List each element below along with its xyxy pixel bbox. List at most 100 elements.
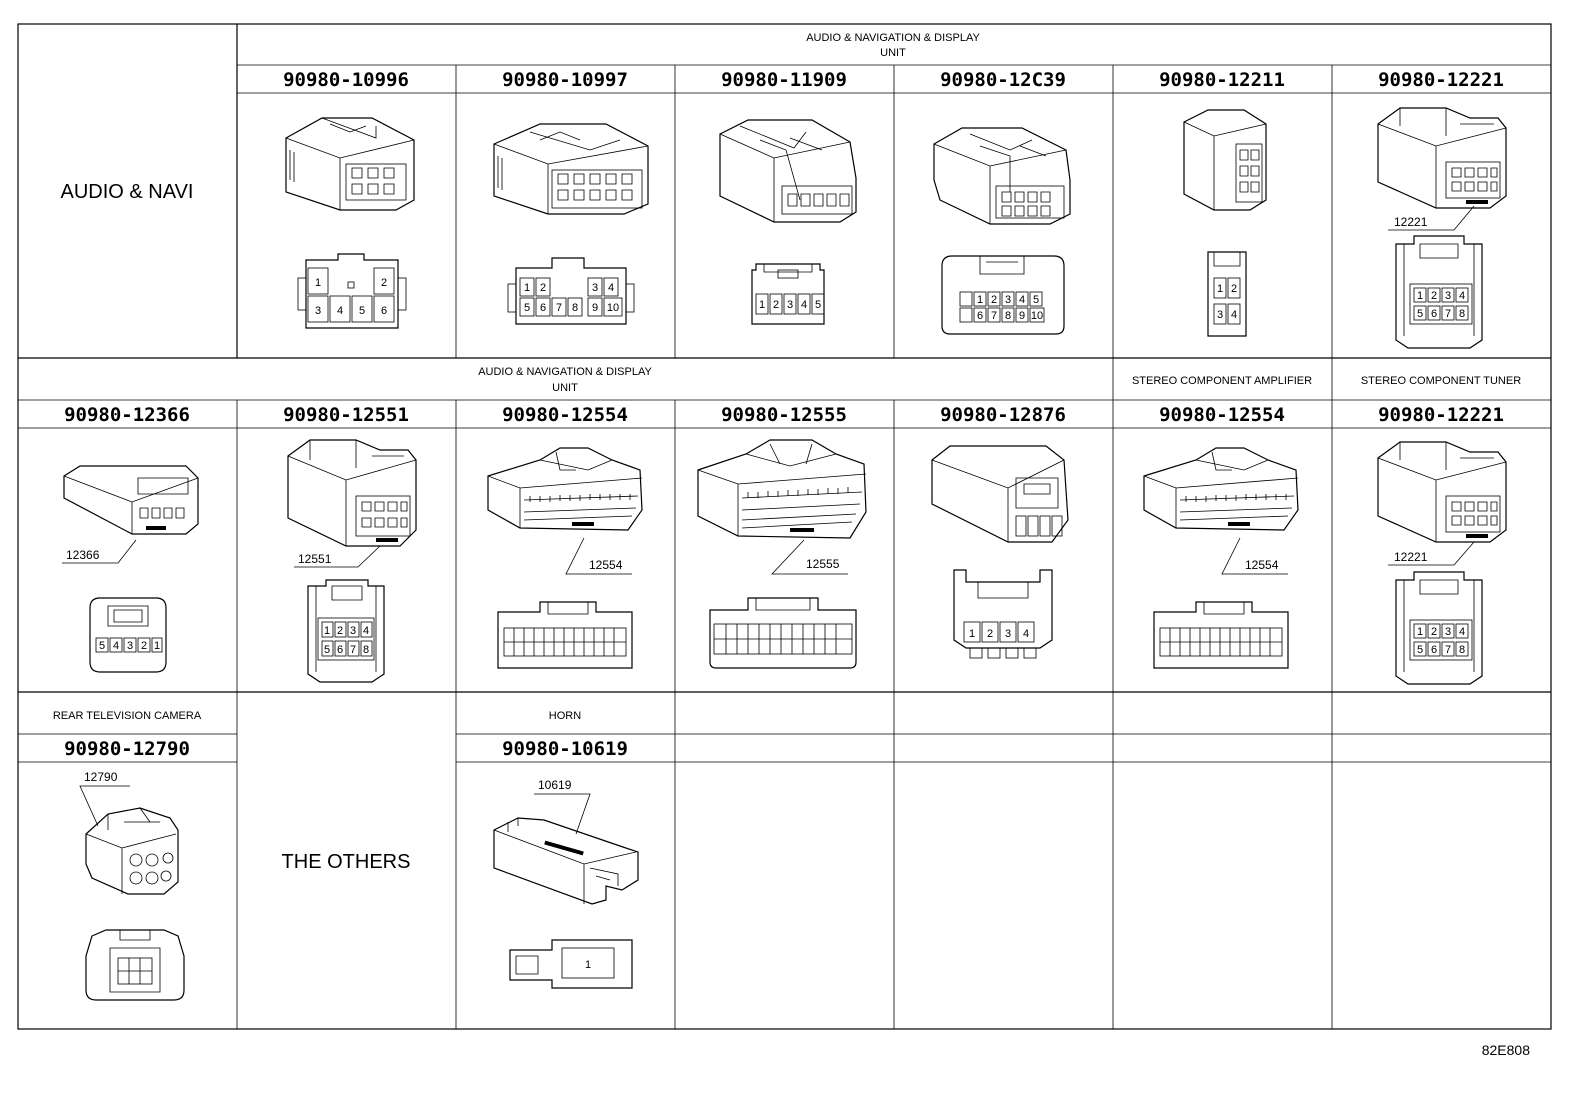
- connector-drawing-12876: [931, 445, 1069, 543]
- category-label: AUDIO & NAVIGATION & DISPLAY: [806, 32, 980, 44]
- connector-face-10996: 1 2 3 4 5 6: [297, 253, 407, 329]
- svg-text:6: 6: [1431, 644, 1437, 656]
- part-number: 90980-12211: [1159, 69, 1285, 91]
- svg-text:5: 5: [524, 302, 530, 314]
- svg-text:3: 3: [1217, 309, 1223, 321]
- svg-text:5: 5: [324, 644, 330, 656]
- svg-text:12554: 12554: [589, 558, 623, 572]
- svg-text:5: 5: [359, 305, 365, 317]
- svg-text:4: 4: [113, 640, 119, 652]
- svg-text:3: 3: [127, 640, 133, 652]
- connector-drawing-12366: [63, 465, 199, 535]
- connector-drawing-12C39: [933, 127, 1071, 225]
- table-grid: [17, 23, 1552, 1030]
- connector-face-12790: [85, 929, 185, 1001]
- connector-drawing-12790: [85, 807, 179, 895]
- category-label: HORN: [549, 710, 581, 722]
- connector-drawing-10619: [493, 817, 639, 905]
- svg-text:6: 6: [977, 310, 983, 322]
- svg-text:4: 4: [363, 625, 369, 637]
- part-number: 90980-11909: [721, 69, 847, 91]
- category-label-line2: UNIT: [552, 382, 578, 394]
- svg-text:1: 1: [969, 628, 975, 640]
- connector-face-12554-amp: [1153, 601, 1289, 669]
- callout-12554: 12554: [565, 537, 632, 575]
- part-number: 90980-12876: [940, 404, 1066, 426]
- svg-text:7: 7: [1445, 308, 1451, 320]
- category-label: STEREO COMPONENT TUNER: [1361, 375, 1521, 387]
- svg-text:2: 2: [1231, 283, 1237, 295]
- svg-text:1: 1: [324, 625, 330, 637]
- svg-text:4: 4: [1459, 626, 1465, 638]
- svg-text:10619: 10619: [538, 778, 572, 792]
- figure-reference: 82E808: [1482, 1042, 1530, 1058]
- svg-text:8: 8: [1005, 310, 1011, 322]
- svg-text:2: 2: [1431, 290, 1437, 302]
- svg-text:6: 6: [381, 305, 387, 317]
- svg-text:5: 5: [1417, 644, 1423, 656]
- svg-text:1: 1: [524, 282, 530, 294]
- connector-drawing-11909: [719, 119, 857, 223]
- svg-text:1: 1: [1417, 290, 1423, 302]
- svg-text:4: 4: [1231, 309, 1237, 321]
- part-number: 90980-12221: [1378, 69, 1504, 91]
- svg-text:4: 4: [608, 282, 614, 294]
- svg-text:8: 8: [572, 302, 578, 314]
- connector-drawing-10996: [285, 117, 415, 211]
- svg-text:6: 6: [540, 302, 546, 314]
- svg-text:12555: 12555: [806, 557, 840, 571]
- svg-text:2: 2: [773, 299, 779, 311]
- part-number: 90980-12554: [502, 404, 628, 426]
- section-label-audio-navi: AUDIO & NAVI: [61, 181, 194, 203]
- svg-text:1: 1: [585, 959, 591, 971]
- svg-text:2: 2: [1431, 626, 1437, 638]
- svg-text:2: 2: [991, 294, 997, 306]
- svg-text:7: 7: [991, 310, 997, 322]
- svg-text:3: 3: [787, 299, 793, 311]
- callout-12555: 12555: [771, 539, 848, 575]
- svg-text:9: 9: [1019, 310, 1025, 322]
- svg-text:1: 1: [1417, 626, 1423, 638]
- part-number: 90980-12C39: [940, 69, 1066, 91]
- connector-face-12221: 1 2 3 4 5 6 7 8: [1395, 235, 1483, 349]
- connector-face-12221-tuner: 1 2 3 4 5 6 7 8: [1395, 571, 1483, 685]
- callout-12221: 12221: [1388, 205, 1475, 231]
- part-number: 90980-12554: [1159, 404, 1285, 426]
- connector-face-12366: 5 4 3 2 1: [89, 597, 167, 673]
- connector-face-12876: 1 2 3 4: [953, 569, 1053, 659]
- svg-text:12554: 12554: [1245, 558, 1279, 572]
- category-label: STEREO COMPONENT AMPLIFIER: [1132, 375, 1312, 387]
- svg-text:3: 3: [592, 282, 598, 294]
- svg-text:12366: 12366: [66, 548, 100, 562]
- connector-drawing-12551: [287, 439, 417, 547]
- svg-text:2: 2: [381, 277, 387, 289]
- connector-face-12555: [709, 597, 857, 669]
- svg-text:2: 2: [141, 640, 147, 652]
- svg-text:1: 1: [315, 277, 321, 289]
- svg-text:5: 5: [1417, 308, 1423, 320]
- svg-text:1: 1: [977, 294, 983, 306]
- svg-text:12221: 12221: [1394, 215, 1428, 229]
- connector-face-10619: 1: [509, 939, 633, 989]
- svg-text:5: 5: [99, 640, 105, 652]
- svg-text:2: 2: [337, 625, 343, 637]
- svg-text:9: 9: [592, 302, 598, 314]
- svg-text:3: 3: [350, 625, 356, 637]
- connector-drawing-12211: [1183, 109, 1267, 211]
- connector-drawing-10997: [493, 123, 649, 215]
- svg-text:3: 3: [1445, 626, 1451, 638]
- svg-text:4: 4: [1023, 628, 1029, 640]
- outer-border: [17, 23, 1552, 1030]
- callout-10619: 10619: [534, 778, 591, 835]
- connector-face-12211: 1 2 3 4: [1207, 251, 1247, 337]
- svg-text:6: 6: [337, 644, 343, 656]
- connector-drawing-12555: [697, 439, 867, 539]
- svg-text:12790: 12790: [84, 770, 118, 784]
- section-label-the-others: THE OTHERS: [282, 851, 411, 873]
- svg-text:7: 7: [350, 644, 356, 656]
- svg-text:1: 1: [154, 640, 160, 652]
- part-number: 90980-12551: [283, 404, 409, 426]
- connector-face-10997: 1 2 3 4 5 6 7 8 9 10: [507, 257, 635, 325]
- svg-text:7: 7: [1445, 644, 1451, 656]
